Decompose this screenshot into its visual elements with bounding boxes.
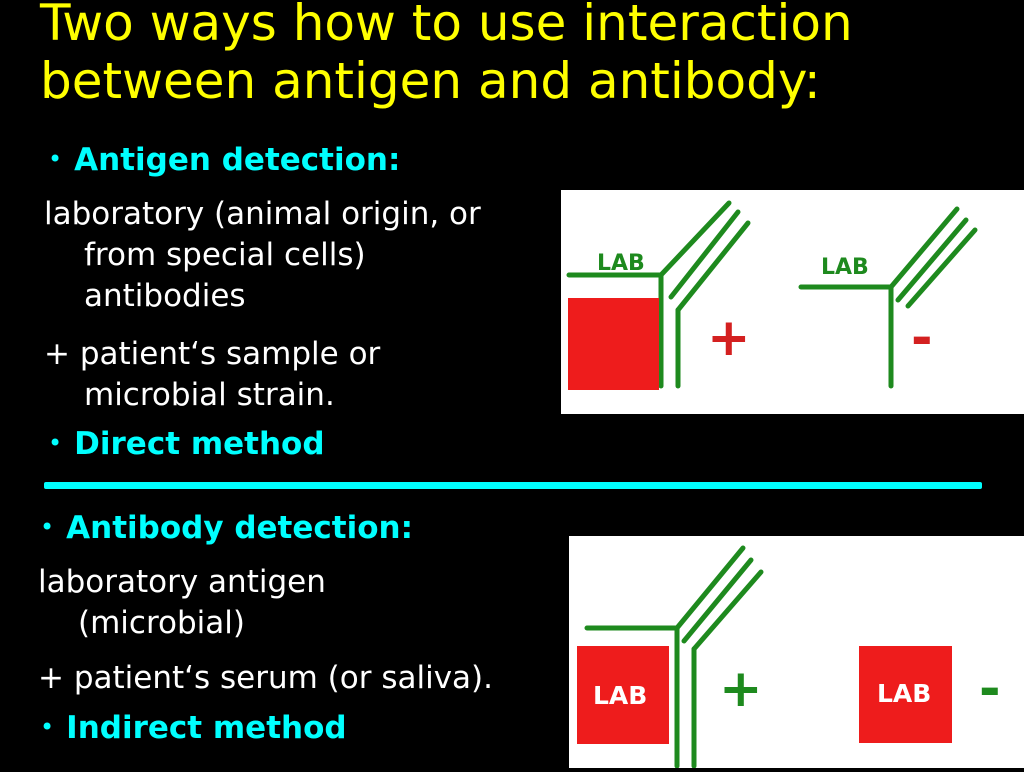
bullet-icon: • bbox=[40, 513, 55, 541]
negative-sign: - bbox=[979, 659, 1001, 719]
indirect-method-text: Indirect method bbox=[66, 710, 347, 746]
paragraph-line: microbial strain. bbox=[84, 377, 335, 413]
lab-label-right: LAB bbox=[821, 255, 869, 280]
slide-title-line-2: between antigen and antibody: bbox=[40, 52, 821, 110]
paragraph-line: antibodies bbox=[84, 278, 246, 314]
antigen-detection-diagram-svg: LAB + LAB - bbox=[566, 200, 978, 390]
positive-sign: + bbox=[707, 308, 751, 368]
antigen-detection-heading: • Antigen detection: bbox=[48, 142, 400, 178]
antibody-detection-heading: • Antibody detection: bbox=[40, 510, 413, 546]
antibody-detection-diagram-svg: LAB + LAB - bbox=[577, 545, 1001, 769]
paragraph-line: + patient‘s sample or bbox=[44, 336, 381, 372]
slide-title: Two ways how to use interaction between … bbox=[40, 0, 1020, 110]
paragraph-line: laboratory antigen bbox=[38, 564, 326, 600]
antibody-detection-heading-text: Antibody detection: bbox=[66, 510, 413, 546]
section-divider bbox=[44, 482, 982, 489]
paragraph-line: + patient‘s serum (or saliva). bbox=[38, 660, 493, 696]
slide-title-line-1: Two ways how to use interaction bbox=[40, 0, 853, 52]
lab-antibody-positive-icon bbox=[566, 200, 751, 389]
antigen-square-icon bbox=[568, 298, 659, 390]
paragraph-line: laboratory (animal origin, or bbox=[44, 196, 481, 232]
antigen-detection-heading-text: Antigen detection: bbox=[74, 142, 401, 178]
bullet-icon: • bbox=[48, 429, 63, 457]
antibody-detection-diagram: LAB + LAB - bbox=[569, 536, 1024, 769]
direct-method-bullet: • Direct method bbox=[48, 426, 325, 462]
lab-antibody-negative-icon bbox=[798, 206, 978, 389]
lab-antigen-positive-icon bbox=[577, 646, 669, 744]
antigen-detection-paragraph-2: + patient‘s sample or microbial strain. bbox=[44, 334, 380, 416]
indirect-method-bullet: • Indirect method bbox=[40, 710, 347, 746]
bullet-icon: • bbox=[48, 145, 63, 173]
lab-antigen-negative-icon bbox=[859, 646, 952, 743]
antibody-detection-paragraph-1: laboratory antigen (microbial) bbox=[38, 562, 326, 644]
direct-method-text: Direct method bbox=[74, 426, 325, 462]
lab-label-right: LAB bbox=[877, 679, 931, 708]
positive-sign: + bbox=[719, 659, 763, 719]
paragraph-line: from special cells) bbox=[84, 237, 366, 273]
antigen-detection-paragraph-1: laboratory (animal origin, or from speci… bbox=[44, 194, 481, 317]
antibody-detection-paragraph-2: + patient‘s serum (or saliva). bbox=[38, 658, 493, 699]
lab-label-left: LAB bbox=[593, 681, 647, 710]
negative-sign: - bbox=[911, 308, 933, 368]
bullet-icon: • bbox=[40, 713, 55, 741]
patient-antibody-icon bbox=[584, 545, 764, 769]
lab-label-left: LAB bbox=[597, 251, 645, 276]
paragraph-line: (microbial) bbox=[78, 605, 245, 641]
antigen-detection-diagram: LAB + LAB - bbox=[561, 190, 1024, 414]
